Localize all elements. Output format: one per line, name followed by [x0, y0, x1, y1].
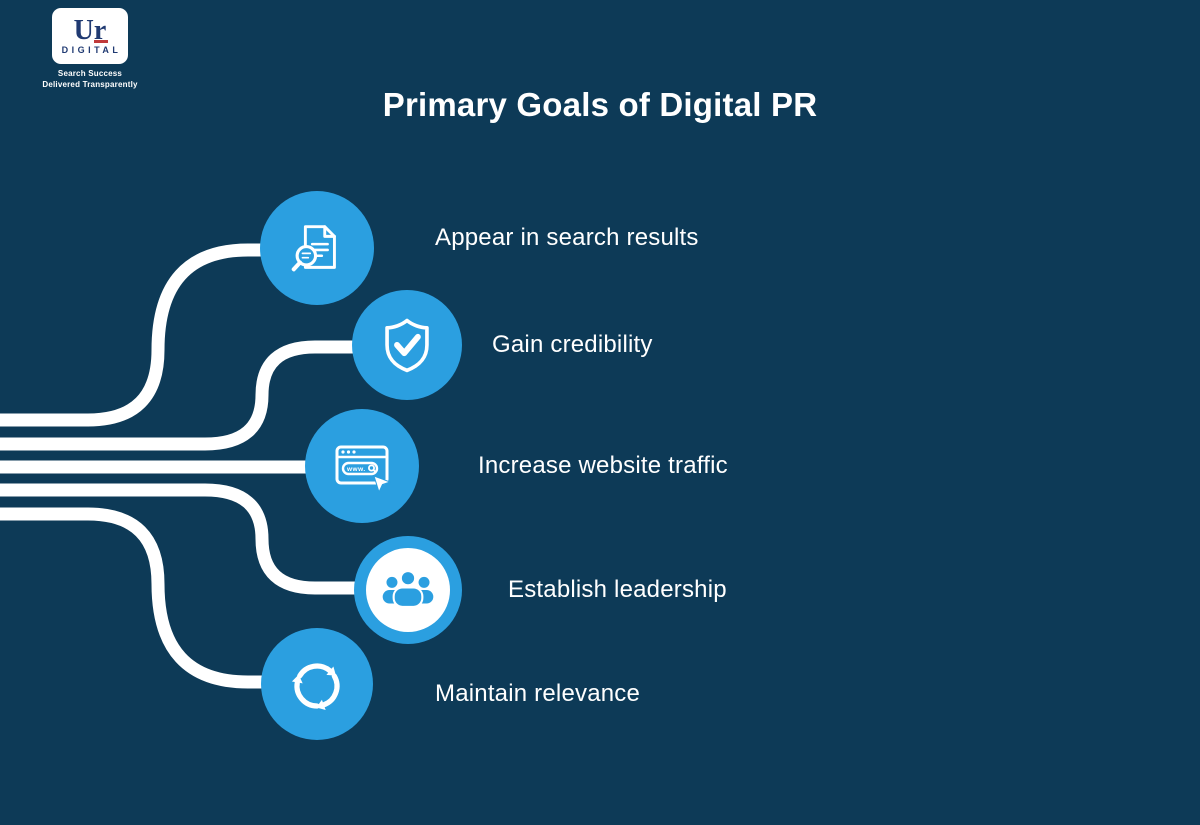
goal-label: Gain credibility: [492, 331, 653, 358]
goal-label: Appear in search results: [435, 224, 699, 251]
goal-label: Establish leadership: [508, 576, 727, 603]
logo-box: Ur DIGITAL: [52, 8, 128, 64]
people-group-icon: [382, 569, 434, 608]
logo-tagline: Search Success Delivered Transparently: [24, 68, 156, 90]
shield-check-icon: [385, 318, 429, 373]
logo-tagline-line2: Delivered Transparently: [42, 80, 138, 89]
goal-circle-relevance: [261, 628, 373, 740]
page-title: Primary Goals of Digital PR: [382, 86, 818, 123]
ur-digital-logo: Ur DIGITAL Search Success Delivered Tran…: [24, 8, 156, 90]
logo-name: DIGITAL: [61, 44, 122, 55]
cursor-arrow-icon: [373, 475, 392, 494]
goal-circle-credibility: [352, 290, 462, 400]
goal-label: Maintain relevance: [435, 680, 641, 707]
icon-inner-disc: [366, 548, 450, 632]
branch-line-4: [0, 483, 356, 595]
goal-label: Increase website traffic: [478, 452, 728, 479]
goal-circle-website-traffic: www.: [305, 409, 419, 523]
logo-red-accent: [94, 39, 109, 43]
browser-traffic-icon: www.: [335, 445, 392, 494]
logo-tagline-line1: Search Success: [57, 69, 123, 78]
logo-mark: Ur: [73, 14, 109, 46]
goal-circle-search-results: [260, 191, 374, 305]
goal-circle-leadership: [354, 536, 462, 644]
branch-line-2: [0, 340, 354, 451]
branch-line-5: [0, 507, 263, 689]
browser-url-text: www.: [346, 466, 366, 473]
logo-mark-text: Ur: [73, 14, 107, 46]
refresh-arrows-icon: [285, 652, 349, 716]
document-search-icon: [291, 225, 336, 272]
branch-line-1: [0, 243, 264, 427]
